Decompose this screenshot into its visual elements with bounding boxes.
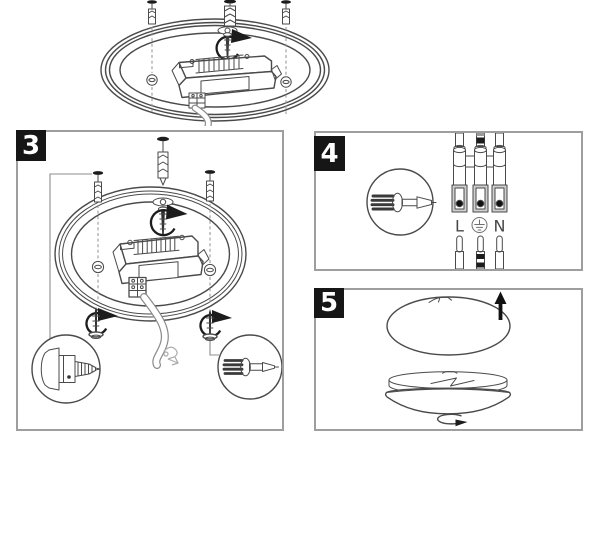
rotation-arrow-icon <box>149 204 188 237</box>
step4-number: 4 <box>320 138 339 169</box>
earth-wire <box>476 133 485 147</box>
step5-badge: 5 <box>314 288 344 318</box>
earth-symbol-icon <box>471 217 488 233</box>
screw-icon <box>88 307 104 340</box>
step5-panel: 5 <box>314 288 583 431</box>
step5-number: 5 <box>319 288 339 318</box>
bayonet-mark <box>430 377 475 387</box>
wall-anchor-icon <box>157 136 169 186</box>
rotate-arrow-icon <box>436 413 468 427</box>
step4-panel: 4 <box>314 131 583 271</box>
driver-box <box>171 54 282 109</box>
driver-box <box>112 234 210 298</box>
screwdriver-icon <box>370 192 437 213</box>
power-cable <box>140 293 169 369</box>
screw-icon <box>204 170 216 202</box>
step3-diagram <box>31 136 282 404</box>
neutral-wire <box>495 251 504 269</box>
screwdriver-icon <box>222 357 279 377</box>
mains-wires <box>455 235 504 269</box>
wall-plug-inset <box>31 334 101 404</box>
partial-mounting-figure <box>100 0 330 126</box>
screwdriver-inset <box>366 168 437 236</box>
terminal-connector <box>128 276 147 298</box>
terminal-block <box>451 133 508 213</box>
step3-badge: 3 <box>16 130 46 161</box>
lamp-side-view <box>384 371 512 415</box>
diffuser-dome <box>386 296 511 356</box>
live-label: L <box>455 217 464 236</box>
screw-icon <box>91 260 217 277</box>
drill-bit-icon <box>74 361 101 377</box>
step4-diagram: L N <box>366 133 508 269</box>
step3-number: 3 <box>21 130 41 161</box>
screw-icon <box>146 74 292 88</box>
neutral-label: N <box>494 217 506 236</box>
ceiling-base <box>100 18 330 122</box>
step3-panel: 3 <box>16 130 284 431</box>
screw-icon <box>147 0 157 25</box>
power-cable <box>191 104 212 126</box>
live-wire <box>455 133 464 147</box>
up-arrow-icon <box>494 291 507 320</box>
earth-wire <box>476 251 485 269</box>
screw-icon <box>281 0 291 25</box>
step4-badge: 4 <box>314 136 345 171</box>
cable-clamp <box>163 346 179 366</box>
screw-icon <box>92 171 104 203</box>
screw-icon <box>202 309 218 342</box>
neutral-wire <box>495 133 504 147</box>
live-wire <box>455 251 464 269</box>
screwdriver-inset <box>217 334 282 400</box>
screw-icon <box>223 32 232 60</box>
step5-diagram <box>384 291 512 427</box>
rotation-arrow-icon <box>199 310 232 338</box>
wall-anchor-icon <box>224 0 236 31</box>
